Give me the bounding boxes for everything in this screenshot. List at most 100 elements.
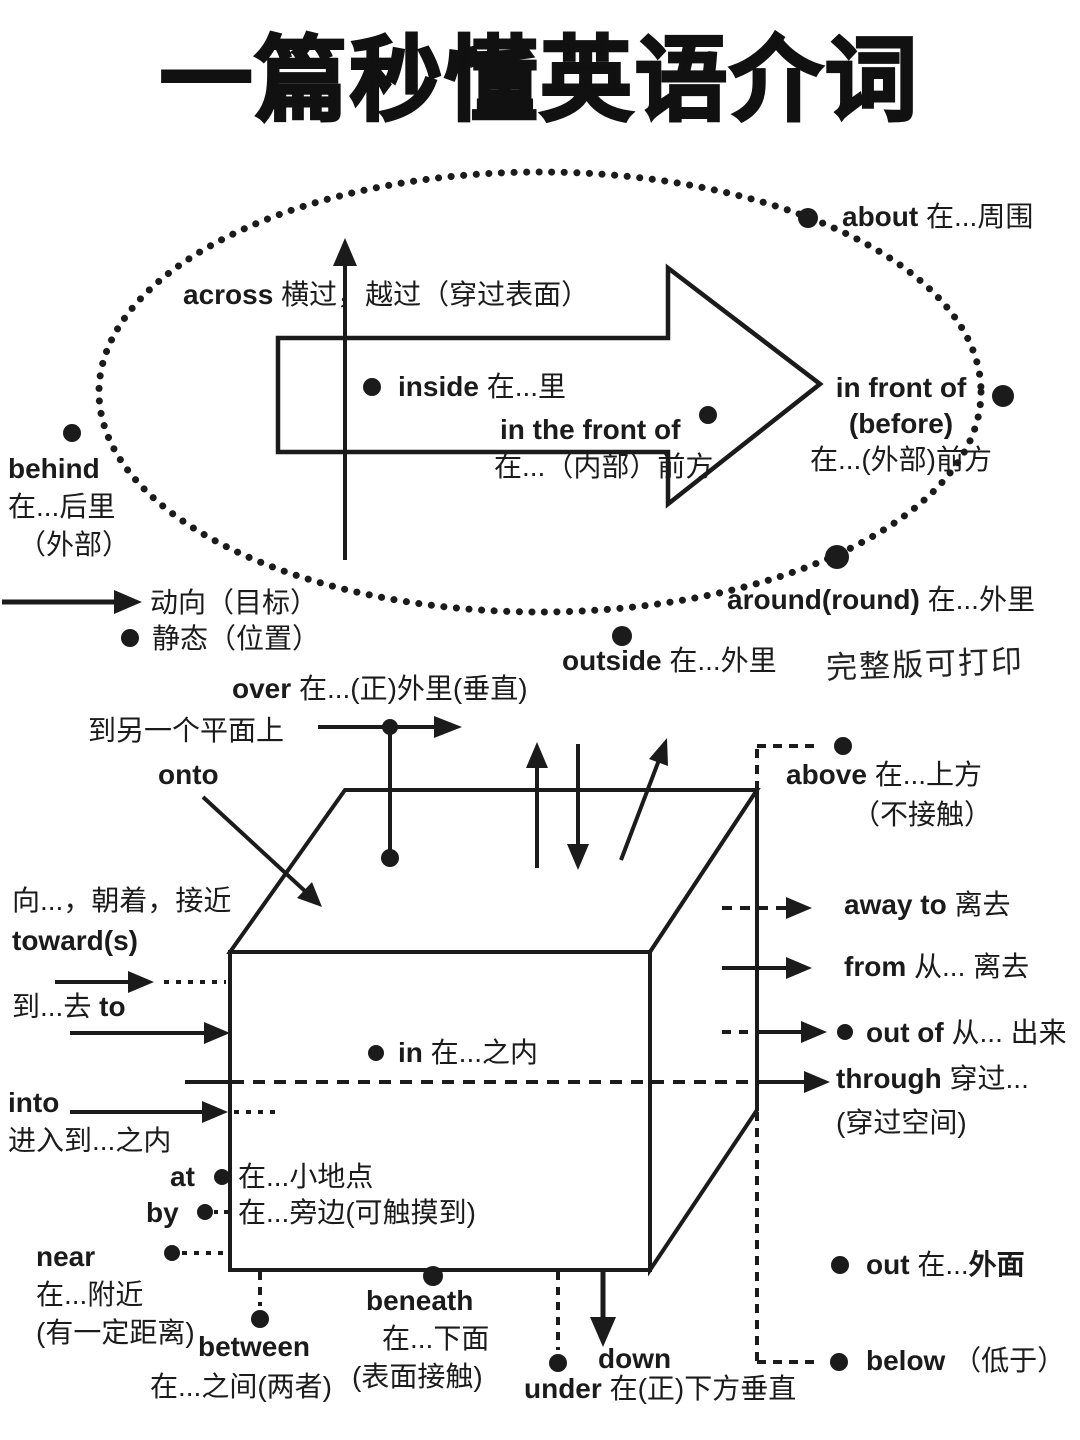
onto-arrow-line bbox=[201, 795, 308, 894]
up-arrow-head bbox=[526, 742, 548, 768]
outside-zh: 在...外里 bbox=[669, 645, 777, 676]
near-zh: 在...附近 bbox=[36, 1279, 144, 1310]
onto-en: onto bbox=[158, 759, 219, 790]
over-line-dot bbox=[382, 719, 398, 735]
diagonal-out-arrow-line bbox=[619, 759, 661, 861]
label-away-to: away to 离去 bbox=[844, 888, 1011, 922]
label-under: under 在(正)下方垂直 bbox=[524, 1372, 796, 1406]
in-the-front-of-en: in the front of bbox=[500, 414, 681, 445]
out-of-zh: 从... 出来 bbox=[951, 1017, 1067, 1048]
label-above-note: （不接触） bbox=[852, 798, 992, 832]
in-front-of-dot bbox=[992, 385, 1014, 407]
to-en: to bbox=[99, 991, 126, 1022]
label-above: above 在...上方 bbox=[786, 758, 982, 792]
around-zh: 在...外里 bbox=[927, 584, 1035, 615]
label-about: about 在...周围 bbox=[842, 200, 1033, 234]
toward-en: toward(s) bbox=[12, 925, 138, 956]
in-front-of-en: in front of bbox=[835, 372, 967, 403]
across-arrow-head bbox=[333, 238, 357, 266]
over-en: over bbox=[232, 673, 292, 704]
through-zh: 穿过... bbox=[949, 1063, 1029, 1094]
around-dot bbox=[825, 545, 849, 569]
behind-dot bbox=[63, 424, 81, 442]
label-toward-zh: 向...，朝着，接近 bbox=[12, 884, 231, 918]
into-en: into bbox=[8, 1087, 60, 1118]
in-front-of-zh: 在...(外部)前方 bbox=[810, 444, 992, 475]
through-note: (穿过空间) bbox=[836, 1107, 967, 1138]
label-between-zh: 在...之间(两者) bbox=[150, 1370, 332, 1404]
label-to: 到...去 to bbox=[12, 990, 126, 1024]
label-in-front-of: in front of (before) 在...(外部)前方 bbox=[788, 370, 1014, 478]
out-zh-bold: 外面 bbox=[968, 1249, 1025, 1280]
legend-static-dot bbox=[121, 629, 139, 647]
label-over: over 在...(正)外里(垂直) bbox=[232, 672, 528, 706]
out-of-en: out of bbox=[866, 1017, 944, 1048]
label-beneath-en: beneath bbox=[366, 1284, 473, 1318]
label-inside: inside 在...里 bbox=[398, 370, 566, 404]
below-dot bbox=[830, 1353, 848, 1371]
into-arrow-head bbox=[202, 1101, 228, 1123]
label-outside: outside 在...外里 bbox=[562, 644, 777, 678]
legend-static-text: 静态（位置） bbox=[152, 623, 321, 654]
inside-zh: 在...里 bbox=[486, 371, 567, 402]
in-dot bbox=[368, 1045, 384, 1061]
legend-motion-text: 动向（目标） bbox=[150, 587, 319, 618]
across-en: across bbox=[183, 279, 274, 310]
cube-front-face bbox=[228, 950, 652, 1272]
inside-en: inside bbox=[398, 371, 479, 402]
behind-note: （外部） bbox=[18, 529, 131, 560]
label-onto-zh: 到另一个平面上 bbox=[88, 714, 284, 748]
down-into-arrow-head bbox=[567, 844, 589, 870]
beneath-note: (表面接触) bbox=[352, 1361, 483, 1392]
in-zh: 在...之内 bbox=[430, 1037, 539, 1068]
outside-en: outside bbox=[562, 645, 662, 676]
label-around: around(round) 在...外里 bbox=[727, 583, 1035, 617]
away-to-zh: 离去 bbox=[954, 889, 1011, 920]
out-en: out bbox=[866, 1249, 910, 1280]
label-by-en: by bbox=[146, 1196, 179, 1230]
label-from: from 从... 离去 bbox=[844, 950, 1029, 984]
by-en: by bbox=[146, 1197, 179, 1228]
beneath-en: beneath bbox=[366, 1285, 474, 1316]
outside-dot bbox=[612, 626, 632, 646]
label-into-en: into bbox=[8, 1086, 59, 1120]
in-the-front-of-dot bbox=[699, 406, 717, 424]
label-onto-en: onto bbox=[158, 758, 219, 792]
in-the-front-of-zh: 在...（内部）前方 bbox=[494, 451, 714, 482]
label-by-zh: 在...旁边(可触摸到) bbox=[238, 1196, 476, 1230]
dotted-ellipse bbox=[95, 168, 985, 616]
label-through: through 穿过... bbox=[836, 1062, 1029, 1096]
label-out-of: out of 从... 出来 bbox=[866, 1016, 1067, 1050]
label-through-note: (穿过空间) bbox=[836, 1106, 967, 1140]
over-zh: 在...(正)外里(垂直) bbox=[298, 673, 528, 704]
label-in-the-front-of-zh: 在...（内部）前方 bbox=[494, 450, 713, 484]
by-zh: 在...旁边(可触摸到) bbox=[238, 1197, 476, 1228]
from-en: from bbox=[844, 951, 907, 982]
label-in: in 在...之内 bbox=[398, 1036, 538, 1070]
out-dot bbox=[831, 1256, 849, 1274]
about-en: about bbox=[842, 201, 919, 232]
about-zh: 在...周围 bbox=[926, 201, 1034, 232]
label-behind: behind 在...后里 （外部） bbox=[8, 450, 130, 564]
above-zh: 在...上方 bbox=[874, 759, 983, 790]
label-toward-en: toward(s) bbox=[12, 924, 138, 958]
at-dot bbox=[214, 1169, 230, 1185]
label-in-the-front-of-en: in the front of bbox=[500, 413, 680, 447]
above-note: （不接触） bbox=[852, 799, 993, 830]
under-dot bbox=[549, 1354, 567, 1372]
onto-arrow-head bbox=[297, 882, 322, 907]
onto-zh: 到另一个平面上 bbox=[88, 715, 285, 746]
to-arrow-head bbox=[204, 1022, 230, 1044]
about-dot bbox=[798, 208, 818, 228]
under-zh: 在(正)下方垂直 bbox=[609, 1373, 797, 1404]
between-en: between bbox=[198, 1331, 311, 1362]
down-arrow-head bbox=[590, 1317, 616, 1347]
label-between-en: between bbox=[198, 1330, 310, 1364]
label-below: below （低于） bbox=[866, 1344, 1065, 1378]
from-zh: 从... 离去 bbox=[914, 951, 1030, 982]
toward-zh: 向...，朝着，接近 bbox=[12, 885, 232, 916]
from-arrow-head bbox=[786, 957, 812, 979]
across-zh: 横过，越过（穿过表面） bbox=[281, 279, 590, 310]
at-en: at bbox=[170, 1161, 195, 1192]
inside-dot bbox=[363, 378, 381, 396]
